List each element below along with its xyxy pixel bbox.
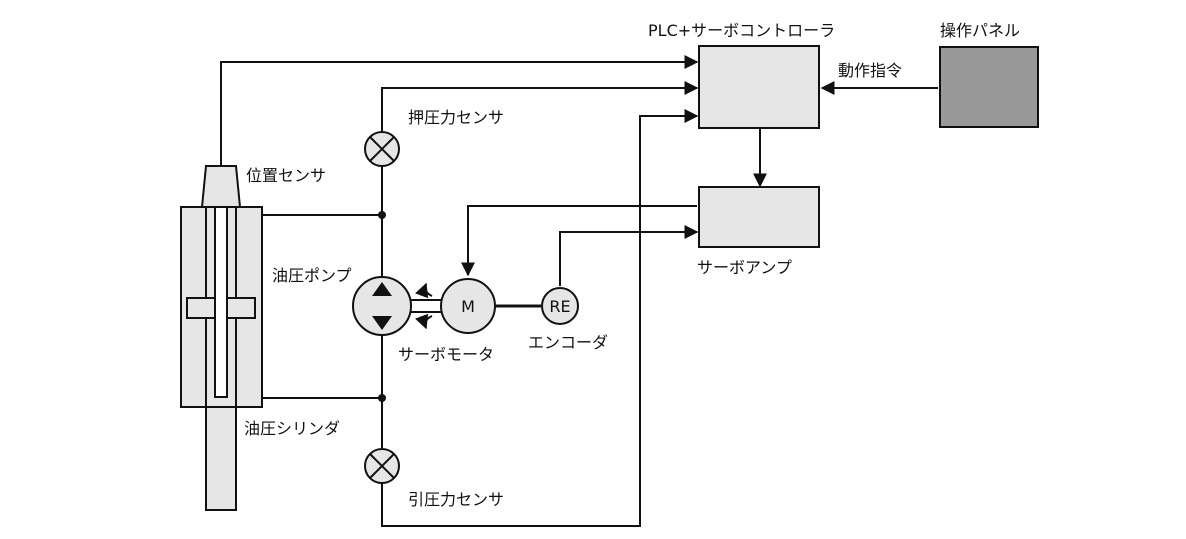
hydraulic-pump-label: 油圧ポンプ <box>272 266 352 285</box>
motor-symbol: M <box>461 297 475 316</box>
servo-amp-label: サーボアンプ <box>697 258 792 277</box>
servo-amp-box <box>698 186 820 248</box>
pull-force-sensor <box>364 448 400 484</box>
operation-panel-box <box>939 46 1039 128</box>
encoder <box>541 287 579 325</box>
hydraulic-pump <box>352 276 412 336</box>
servo-motor-label: サーボモータ <box>398 345 494 364</box>
controller-label: PLC+サーボコントローラ <box>648 21 835 40</box>
position-sensor-label: 位置センサ <box>246 166 326 185</box>
position-sensor <box>200 165 242 208</box>
operation-command-label: 動作指令 <box>838 61 902 80</box>
position-signal-line <box>220 55 699 168</box>
pump-motor-shaft <box>411 299 443 313</box>
push-sensor-label: 押圧力センサ <box>408 108 504 127</box>
controller-box <box>698 45 820 129</box>
encoder-label: エンコーダ <box>528 333 608 352</box>
encoder-to-amp-line <box>559 225 699 286</box>
push-force-signal-line <box>381 81 699 131</box>
push-force-sensor <box>364 131 400 167</box>
pull-force-signal-line <box>381 109 699 527</box>
operation-panel-label: 操作パネル <box>940 21 1020 40</box>
junction-lower <box>378 394 386 402</box>
hydraulic-cylinder-label: 油圧シリンダ <box>244 419 340 438</box>
amp-to-motor-line <box>461 205 697 277</box>
encoder-symbol: RE <box>549 297 570 316</box>
rotation-arrows-icon <box>415 282 433 330</box>
pull-sensor-label: 引圧力センサ <box>408 490 504 509</box>
junction-upper <box>378 211 386 219</box>
hydraulic-cylinder <box>180 206 263 511</box>
